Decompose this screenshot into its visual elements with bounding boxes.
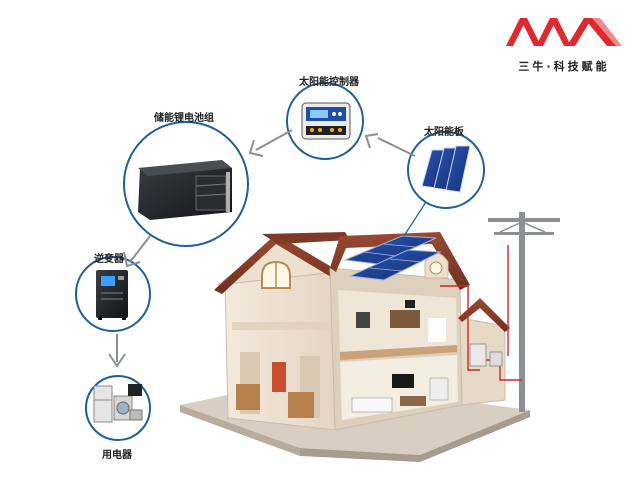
circle-battery — [123, 121, 249, 247]
house — [214, 232, 510, 431]
brand-logo — [506, 18, 622, 46]
label-solar-controller: 太阳能控制器 — [299, 77, 359, 88]
power-pole — [488, 212, 560, 412]
circle-controller — [286, 82, 364, 160]
arrows — [108, 129, 427, 368]
arrow-head-1 — [364, 133, 379, 149]
arrow-controller-to-battery — [255, 129, 293, 151]
label-appliances: 用电器 — [102, 450, 132, 461]
arrow-panel-to-controller — [377, 137, 416, 157]
circle-solar-panel — [407, 131, 485, 209]
arrow-battery-to-inverter — [129, 235, 151, 263]
wall-meter-box — [469, 343, 487, 367]
arrow-head-3 — [123, 251, 141, 268]
label-inverter: 逆变器 — [94, 254, 124, 265]
circle-inverter — [75, 256, 151, 332]
label-battery-pack: 储能锂电池组 — [154, 113, 214, 124]
arrow-head-2 — [248, 139, 264, 157]
brand-name: 三牛·科技赋能 — [518, 60, 610, 73]
wall-breaker-box — [489, 351, 503, 367]
panel-to-roof-line — [403, 201, 427, 237]
roof-solar-panels — [343, 235, 442, 281]
arrow-head-4 — [108, 353, 126, 368]
label-solar-panel: 太阳能板 — [424, 127, 464, 138]
circle-appliances — [85, 375, 151, 441]
